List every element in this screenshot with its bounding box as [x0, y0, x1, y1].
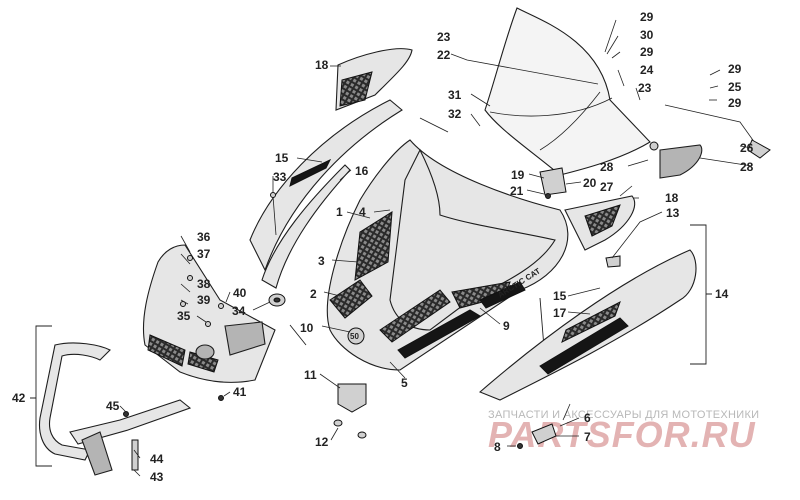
bumper-part [38, 342, 192, 476]
callout-29-b: 29 [640, 45, 654, 59]
callout-15-left: 15 [275, 151, 289, 165]
callout-16: 16 [355, 164, 369, 178]
callout-5: 5 [401, 376, 408, 390]
callout-37: 37 [197, 247, 211, 261]
leader-lines [119, 19, 753, 477]
side-deflector-part [649, 141, 703, 179]
callout-36: 36 [197, 230, 211, 244]
callout-31: 31 [448, 88, 462, 102]
callout-20: 20 [583, 176, 597, 190]
callout-2: 2 [310, 287, 317, 301]
callout-7: 7 [584, 430, 591, 444]
callout-9: 9 [503, 319, 510, 333]
callout-21: 21 [510, 184, 524, 198]
callout-44: 44 [150, 452, 164, 466]
callout-27: 27 [600, 180, 614, 194]
callout-23-top: 23 [437, 30, 451, 44]
callout-30: 30 [640, 28, 654, 42]
windshield-part [484, 7, 651, 176]
callout-19: 19 [511, 168, 525, 182]
watermark-brand: PARTSFOR.RU [488, 414, 756, 455]
callout-42: 42 [12, 391, 26, 405]
callout-6: 6 [584, 411, 591, 425]
callout-1: 1 [336, 205, 343, 219]
upper-deflector-part [335, 48, 413, 111]
callout-38: 38 [197, 277, 211, 291]
right-side-panel-part [478, 195, 697, 401]
callout-25: 25 [728, 80, 742, 94]
callout-numbers: 1 2 3 4 5 6 7 8 9 10 11 12 13 14 15 15 1… [12, 10, 754, 484]
nose-part [142, 244, 276, 383]
callout-4: 4 [359, 205, 366, 219]
callout-23-right: 23 [638, 81, 652, 95]
mirror-rod-part [664, 104, 771, 159]
callout-29-a: 29 [640, 10, 654, 24]
watermark-caption: ЗАПЧАСТИ И АКСЕССУАРЫ ДЛЯ МОТОТЕХНИКИ [488, 409, 759, 421]
callout-10: 10 [300, 321, 314, 335]
callout-29-d: 29 [728, 96, 742, 110]
callout-34: 34 [232, 304, 246, 318]
callout-17: 17 [553, 306, 567, 320]
callout-33: 33 [273, 170, 287, 184]
hood-part: ARCTIC CAT 50 [326, 139, 569, 371]
bracket-14 [690, 224, 712, 365]
screw-part [270, 192, 277, 236]
callout-39: 39 [197, 293, 211, 307]
callout-14: 14 [715, 287, 729, 301]
callout-28-left: 28 [600, 160, 614, 174]
callout-18-top: 18 [315, 58, 329, 72]
emblem-text: 50 [350, 332, 359, 341]
side-strip-part [249, 99, 403, 289]
emblem-part: 50 [347, 327, 365, 345]
callout-41: 41 [233, 385, 247, 399]
callout-45: 45 [106, 399, 120, 413]
callout-29-c: 29 [728, 62, 742, 76]
callout-43: 43 [150, 470, 164, 484]
callout-3: 3 [318, 254, 325, 268]
hood-hinge-part [333, 383, 367, 439]
callout-18-right: 18 [665, 191, 679, 205]
callout-15-right: 15 [553, 289, 567, 303]
callout-11: 11 [304, 368, 317, 382]
callout-13: 13 [666, 206, 680, 220]
callout-40: 40 [233, 286, 247, 300]
callout-26: 26 [740, 141, 754, 155]
callout-12: 12 [315, 435, 329, 449]
bracket-42 [30, 325, 52, 467]
callout-28-right: 28 [740, 160, 754, 174]
callout-24: 24 [640, 63, 654, 77]
callout-22: 22 [437, 48, 451, 62]
callout-8: 8 [494, 440, 501, 454]
callout-35: 35 [177, 309, 191, 323]
nose-fasteners-part [180, 255, 224, 401]
callout-32: 32 [448, 107, 462, 121]
windshield-mount-part [539, 167, 567, 199]
grommet-part [268, 293, 286, 307]
